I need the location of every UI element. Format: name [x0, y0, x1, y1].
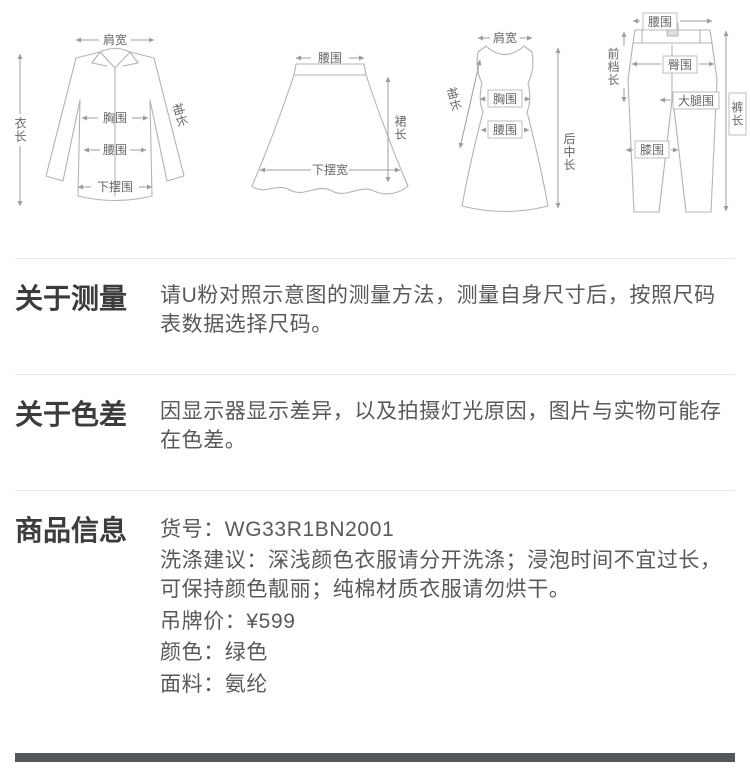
pants-measure-lines [621, 18, 729, 212]
pants-thigh-label: 大腿围 [678, 94, 714, 108]
section-color-difference: 关于色差 因显示器显示差异，以及拍摄灯光原因，图片与实物可能存在色差。 [15, 373, 735, 490]
dress-sleeve-length-label: 袖长 [444, 85, 464, 112]
dress-chest-label-box [487, 89, 523, 108]
skirt-measurement-diagram: 腰围 裙长 下摆宽 [251, 51, 409, 195]
skirt-measure-lines [259, 55, 401, 183]
measurement-diagram-strip: 肩宽 衣长 袖长 胸围 腰围 下摆围 腰围 裙长 下摆 [0, 0, 750, 238]
shirt-outline [45, 47, 185, 201]
section-product-info-body: 货号：WG33R1BN2001 洗涤建议：深浅颜色衣服请分开洗涤；浸泡时间不宜过… [160, 513, 735, 701]
pants-hip-label: 臀围 [668, 58, 692, 72]
product-color: 颜色：绿色 [160, 641, 268, 665]
shirt-measurement-diagram: 肩宽 衣长 袖长 胸围 腰围 下摆围 [13, 32, 191, 207]
pants-thigh-label-box [672, 91, 720, 110]
pants-length-label: 裤长 [730, 101, 744, 127]
section-product-info: 商品信息 货号：WG33R1BN2001 洗涤建议：深浅颜色衣服请分开洗涤；浸泡… [15, 489, 735, 735]
section-color-difference-title: 关于色差 [15, 398, 128, 430]
pants-measurement-diagram: 腰围 前档长 臀围 大腿围 膝围 裤长 [606, 12, 747, 213]
section-measurement-title: 关于测量 [15, 283, 128, 314]
section-measurement: 关于测量 请U粉对照示意图的测量方法，测量自身尺寸后，按照尺码表数据选择尺码。 [15, 258, 735, 374]
pants-knee-label: 膝围 [640, 143, 664, 157]
product-fabric: 面料：氨纶 [160, 672, 268, 696]
pants-knee-label-box [634, 140, 670, 159]
footer-divider-bar [15, 752, 735, 762]
dress-waist-label: 腰围 [493, 123, 517, 137]
shirt-shoulder-width-label: 肩宽 [103, 32, 127, 47]
shirt-measure-lines [17, 37, 155, 207]
shirt-sleeve-length-label: 袖长 [170, 101, 191, 128]
section-product-info-title: 商品信息 [15, 514, 128, 546]
pants-length-label-box [728, 92, 747, 136]
pants-waist-label: 腰围 [648, 15, 672, 29]
dress-measure-lines [458, 35, 561, 209]
pants-waist-label-box [642, 12, 678, 31]
dress-waist-label-box [487, 120, 523, 139]
dress-measurement-diagram: 肩宽 袖长 胸围 腰围 后中长 [444, 30, 576, 213]
shirt-chest-label: 胸围 [103, 110, 127, 125]
pants-hip-label-box [662, 55, 698, 74]
product-washing-advice: 洗涤建议：深浅颜色衣服请分开洗涤；浸泡时间不宜过长，可保持颜色靓丽；纯棉材质衣服… [160, 548, 722, 602]
dress-shoulder-width-label: 肩宽 [493, 30, 517, 45]
product-item-number: 货号：WG33R1BN2001 [160, 517, 395, 541]
skirt-length-label: 裙长 [393, 115, 407, 141]
skirt-hem-width-label: 下摆宽 [312, 162, 348, 177]
dress-chest-label: 胸围 [493, 91, 517, 106]
shirt-waist-label: 腰围 [103, 143, 127, 157]
section-color-difference-body: 因显示器显示差异，以及拍摄灯光原因，图片与实物可能存在色差。 [160, 399, 722, 453]
skirt-waist-label: 腰围 [318, 51, 342, 65]
product-tag-price: 吊牌价：¥599 [160, 609, 296, 633]
pants-front-rise-label: 前档长 [606, 46, 620, 86]
dress-back-length-label: 后中长 [562, 132, 576, 171]
section-measurement-body: 请U粉对照示意图的测量方法，测量自身尺寸后，按照尺码表数据选择尺码。 [160, 284, 716, 337]
info-sections: 关于测量 请U粉对照示意图的测量方法，测量自身尺寸后，按照尺码表数据选择尺码。 … [0, 258, 750, 735]
shirt-hem-label: 下摆围 [97, 180, 133, 194]
shirt-length-label: 衣长 [13, 116, 27, 143]
